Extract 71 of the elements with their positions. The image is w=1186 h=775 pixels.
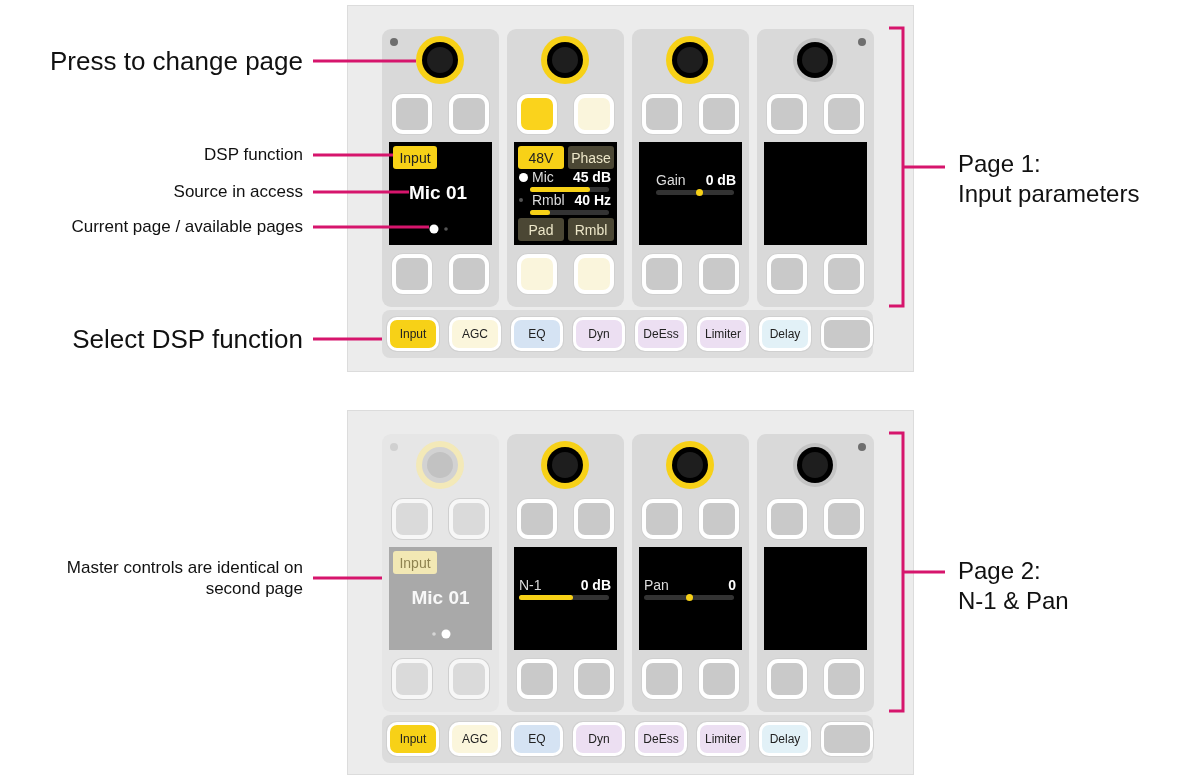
annotation-text: Current page / available pages [3,216,303,238]
dsp-button [821,317,873,351]
parameter-value: 0 dB [705,172,736,188]
display-screen [639,142,742,245]
dsp-button: DeEss [635,722,687,756]
leader-line [313,337,382,341]
dsp-button: EQ [511,722,563,756]
annotation-text: Select DSP function [3,322,303,356]
display-screen [389,547,492,650]
display-screen [514,142,617,245]
dsp-button: Limiter [697,317,749,351]
function-tag: 48V [518,146,564,169]
leader-line [313,153,393,157]
leader-line [313,576,382,580]
parameter-value: 45 dB [572,169,611,185]
page-label: Page 2: [958,557,1041,585]
display-screen [764,142,867,245]
function-button-bar [382,310,873,358]
parameter-name: Mic [532,169,554,185]
leader-line [313,225,429,229]
dsp-button: Input [387,722,439,756]
device-panel [347,5,914,372]
leader-line [313,190,409,194]
channel-strip [382,29,499,307]
parameter-value: 0 [728,577,736,593]
annotation-text: Master controls are identical on second page [63,556,303,600]
channel-strip [507,434,624,712]
dsp-button: AGC [449,722,501,756]
source-name: Mic 01 [410,587,471,609]
parameter-value: 40 Hz [574,192,611,208]
dsp-button: Dyn [573,317,625,351]
function-button-bar [382,715,873,763]
dsp-button: Delay [759,317,811,351]
display-screen [764,547,867,650]
dsp-button [821,722,873,756]
dsp-button: Limiter [697,722,749,756]
channel-strip [382,434,499,712]
channel-strip [757,29,874,307]
display-screen [389,142,492,245]
channel-strip [632,434,749,712]
parameter-name: Rmbl [532,192,565,208]
function-tag: Phase [568,146,614,169]
dsp-button: DeEss [635,317,687,351]
function-tag: Rmbl [568,218,614,241]
dsp-button: AGC [449,317,501,351]
dsp-button: Dyn [573,722,625,756]
annotation-text: DSP function [3,144,303,166]
display-screen [639,547,742,650]
parameter-value: 0 dB [580,577,611,593]
channel-strip [632,29,749,307]
function-tag: Pad [518,218,564,241]
display-screen [514,547,617,650]
page-label: N-1 & Pan [958,587,1069,615]
dsp-button: EQ [511,317,563,351]
page-label: Page 1: [958,150,1041,178]
function-tag: Input [393,146,437,169]
dsp-button: Input [387,317,439,351]
source-name: Mic 01 [409,182,468,204]
annotation-text: Source in access [3,181,303,203]
channel-strip [757,434,874,712]
dsp-button: Delay [759,722,811,756]
rotary-knob [416,36,464,84]
function-tag: Input [393,551,437,574]
leader-line [313,59,416,63]
channel-strip [507,29,624,307]
annotation-text: Press to change page [3,44,303,78]
device-panel [347,410,914,775]
parameter-name: Gain [656,172,686,188]
parameter-name: Pan [644,577,669,593]
parameter-name: N-1 [519,577,542,593]
page-label: Input parameters [958,180,1140,208]
